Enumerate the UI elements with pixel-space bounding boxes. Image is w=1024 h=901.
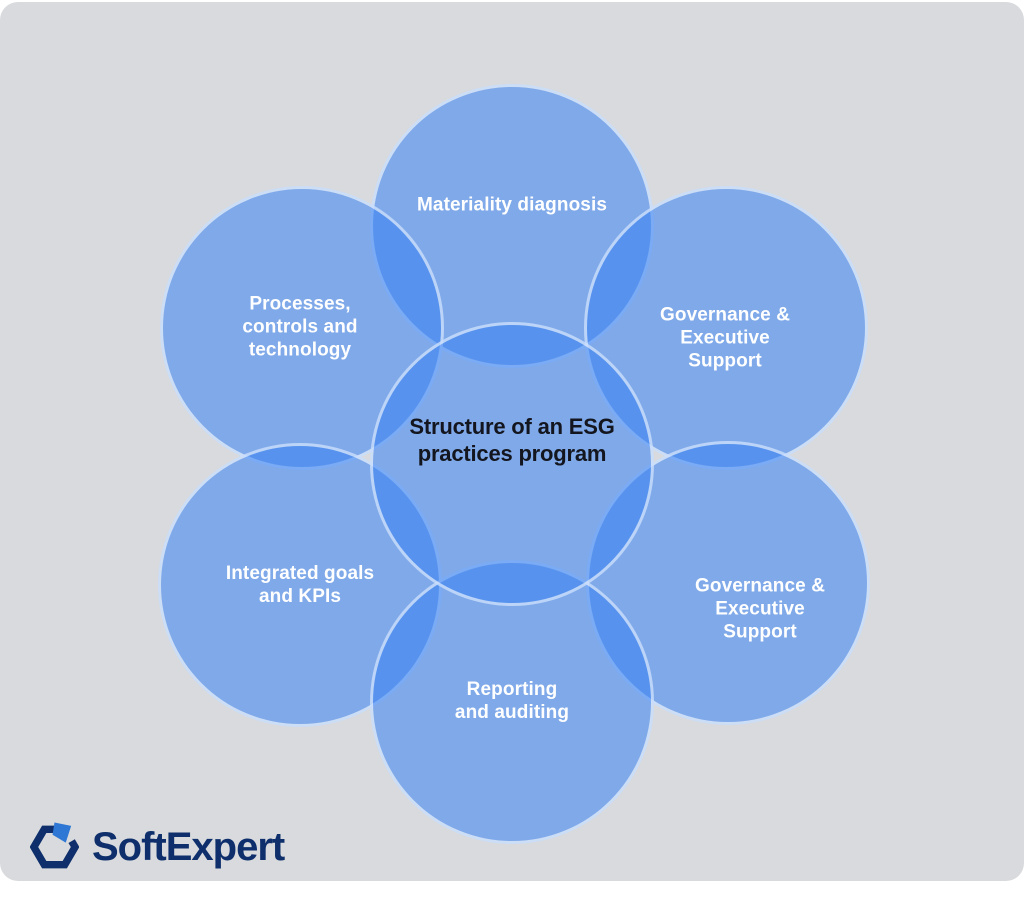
label-governance-executive-support-bottom: Governance & Executive Support [694,575,826,643]
diagram-title: Structure of an ESG practices program [409,414,615,466]
softexpert-hexagon-icon [30,822,79,869]
label-materiality-diagnosis: Materiality diagnosis [416,194,608,216]
label-processes-controls-technology: Processes, controls and technology [242,293,358,361]
esg-venn-diagram: Materiality diagnosis Processes, control… [0,2,1024,881]
label-governance-executive-support-top: Governance & Executive Support [659,304,791,372]
label-integrated-goals-kpis: Integrated goals and KPIs [225,563,375,607]
softexpert-wordmark: SoftExpert [92,825,285,869]
diagram-canvas: Materiality diagnosis Processes, control… [0,2,1024,881]
label-reporting-auditing: Reporting and auditing [454,679,570,723]
softexpert-logo: SoftExpert [30,820,285,874]
circle-center [370,322,654,606]
